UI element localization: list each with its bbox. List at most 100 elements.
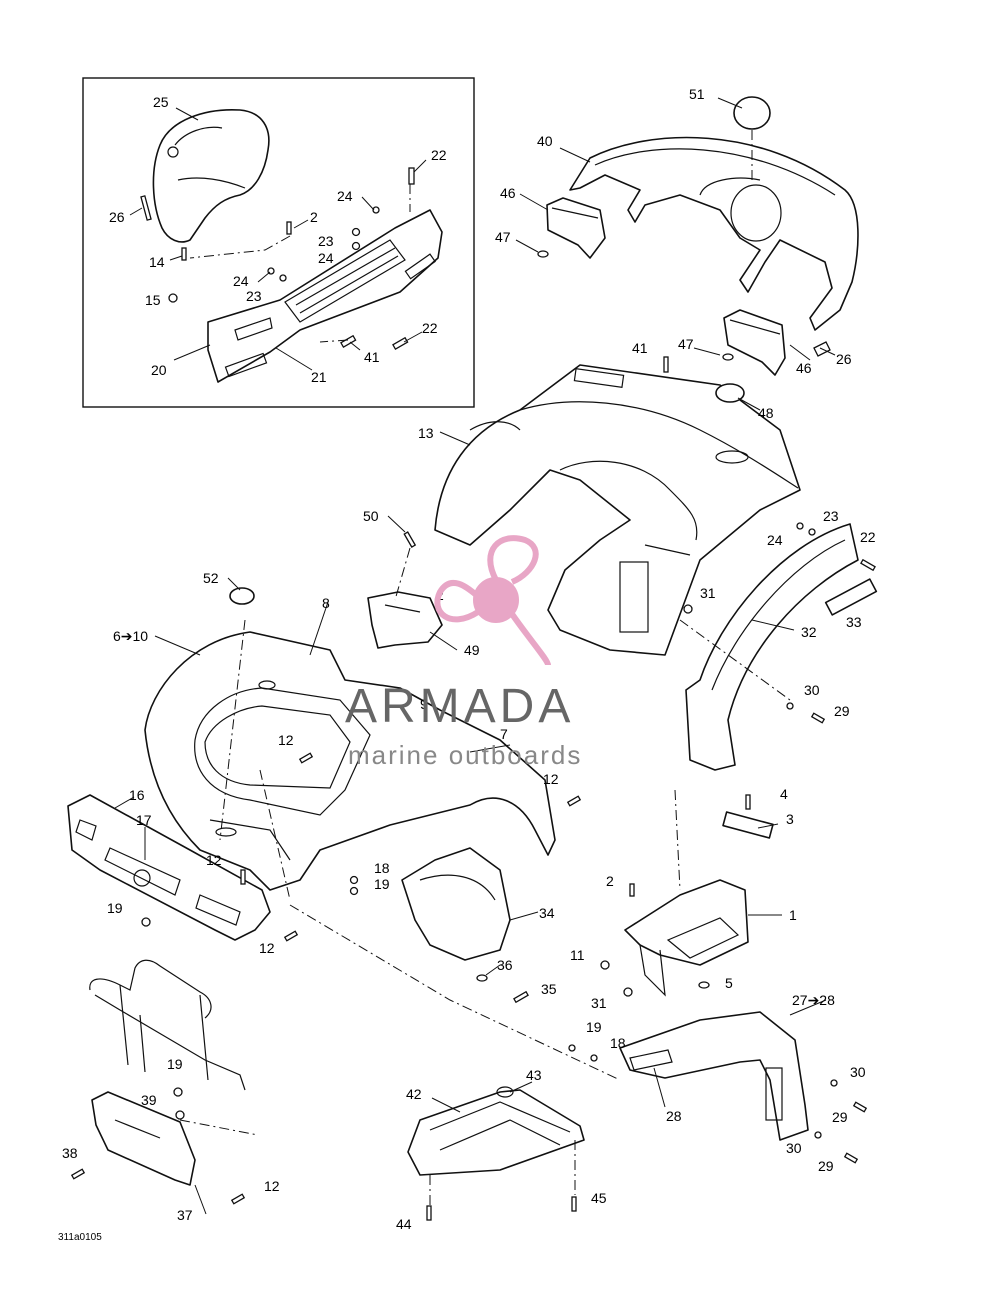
part-46-bracket-left <box>546 197 606 259</box>
watermark-tagline: marine outboards <box>348 740 582 770</box>
callout-13: 13 <box>418 425 434 441</box>
callout-47: 47 <box>495 229 511 245</box>
part-25-upper-fairing <box>152 109 270 243</box>
part-51-cap <box>733 96 771 130</box>
callout-12: 12 <box>543 771 559 787</box>
callout-26: 26 <box>109 209 125 225</box>
part-37-front-skid <box>91 1091 196 1186</box>
callout-22: 22 <box>431 147 447 163</box>
lower-right-hardware <box>426 789 868 1221</box>
callout-18: 18 <box>374 860 390 876</box>
callout-12: 12 <box>278 732 294 748</box>
part-20-21-front-fascia <box>207 209 443 383</box>
callout-35: 35 <box>541 981 557 997</box>
callout-5: 5 <box>725 975 733 991</box>
callout-47: 47 <box>678 336 694 352</box>
callout-25: 25 <box>153 94 169 110</box>
callout-2: 2 <box>606 873 614 889</box>
callout-49: 49 <box>464 642 480 658</box>
callout-23: 23 <box>246 288 262 304</box>
callout-19: 19 <box>167 1056 183 1072</box>
watermark: ARMADA marine outboards <box>345 535 582 770</box>
part-3-rubber-pad <box>722 811 774 839</box>
callout-30: 30 <box>850 1064 866 1080</box>
callout-22: 22 <box>860 529 876 545</box>
part-27-28-rear-mudguard <box>619 1011 809 1141</box>
part-48-cap <box>715 383 745 403</box>
callout-29: 29 <box>834 703 850 719</box>
callout-52: 52 <box>203 570 219 586</box>
callout-39: 39 <box>141 1092 157 1108</box>
callout-31: 31 <box>591 995 607 1011</box>
callout-16: 16 <box>129 787 145 803</box>
callout-48: 48 <box>758 405 774 421</box>
front-fender-hardware <box>141 619 621 1081</box>
callout-23: 23 <box>823 508 839 524</box>
main-leaders <box>114 97 836 1215</box>
callout-24: 24 <box>318 250 334 266</box>
callout-24: 24 <box>233 273 249 289</box>
callout-46: 46 <box>796 360 812 376</box>
propeller-logo <box>434 535 551 666</box>
callout-42: 42 <box>406 1086 422 1102</box>
callout-8: 8 <box>322 595 330 611</box>
callout-40: 40 <box>537 133 553 149</box>
callout-19: 19 <box>107 900 123 916</box>
rear-fender-hardware <box>679 522 876 724</box>
callout-26: 26 <box>836 351 852 367</box>
callout-4: 4 <box>780 786 788 802</box>
callout-3: 3 <box>786 811 794 827</box>
callout-14: 14 <box>149 254 165 270</box>
callout-33: 33 <box>846 614 862 630</box>
callout-21: 21 <box>311 369 327 385</box>
callout-44: 44 <box>396 1216 412 1232</box>
callout-46: 46 <box>500 185 516 201</box>
watermark-brand: ARMADA <box>345 680 574 733</box>
callout-34: 34 <box>539 905 555 921</box>
callout-43: 43 <box>526 1067 542 1083</box>
callout-45: 45 <box>591 1190 607 1206</box>
callout-1: 1 <box>789 907 797 923</box>
part-6-10-front-fender <box>144 631 556 891</box>
callout-19: 19 <box>374 876 390 892</box>
part-16-front-bumper <box>67 794 271 941</box>
callout-17: 17 <box>136 812 152 828</box>
callout-41: 41 <box>364 349 380 365</box>
callout-29: 29 <box>818 1158 834 1174</box>
callout-30: 30 <box>804 682 820 698</box>
part-52-cap <box>229 587 255 605</box>
callout-6-10: 6➔10 <box>113 628 148 644</box>
callout-50: 50 <box>363 508 379 524</box>
callout-27-28: 27➔28 <box>792 992 835 1008</box>
callout-12: 12 <box>264 1178 280 1194</box>
part-33-reflector <box>824 578 878 616</box>
callout-29: 29 <box>832 1109 848 1125</box>
part-42-43-skid-plate <box>407 1086 585 1176</box>
part-40-top-fairing <box>569 136 859 331</box>
callout-24: 24 <box>337 188 353 204</box>
callout-31: 31 <box>700 585 716 601</box>
inset-leaders <box>129 107 427 371</box>
callout-22: 22 <box>422 320 438 336</box>
part-1-footrest <box>624 879 749 997</box>
callout-12: 12 <box>259 940 275 956</box>
callout-23: 23 <box>318 233 334 249</box>
callout-41: 41 <box>632 340 648 356</box>
callout-20: 20 <box>151 362 167 378</box>
callout-9: 9 <box>420 696 428 712</box>
part-13-rear-fender <box>434 364 801 656</box>
callout-36: 36 <box>497 957 513 973</box>
callout-11: 11 <box>570 947 585 963</box>
callout-15: 15 <box>145 292 161 308</box>
drawing-code: 311a0105 <box>58 1232 102 1243</box>
callout-2: 2 <box>310 209 318 225</box>
callout-38: 38 <box>62 1145 78 1161</box>
callout-37: 37 <box>177 1207 193 1223</box>
callout-30: 30 <box>786 1140 802 1156</box>
part-46-bracket-right <box>723 309 786 376</box>
part-34-mudguard <box>401 847 511 961</box>
callout-12: 12 <box>206 852 222 868</box>
callout-19: 19 <box>586 1019 602 1035</box>
callout-28: 28 <box>666 1108 682 1124</box>
part-bumper-guard <box>89 959 246 1091</box>
